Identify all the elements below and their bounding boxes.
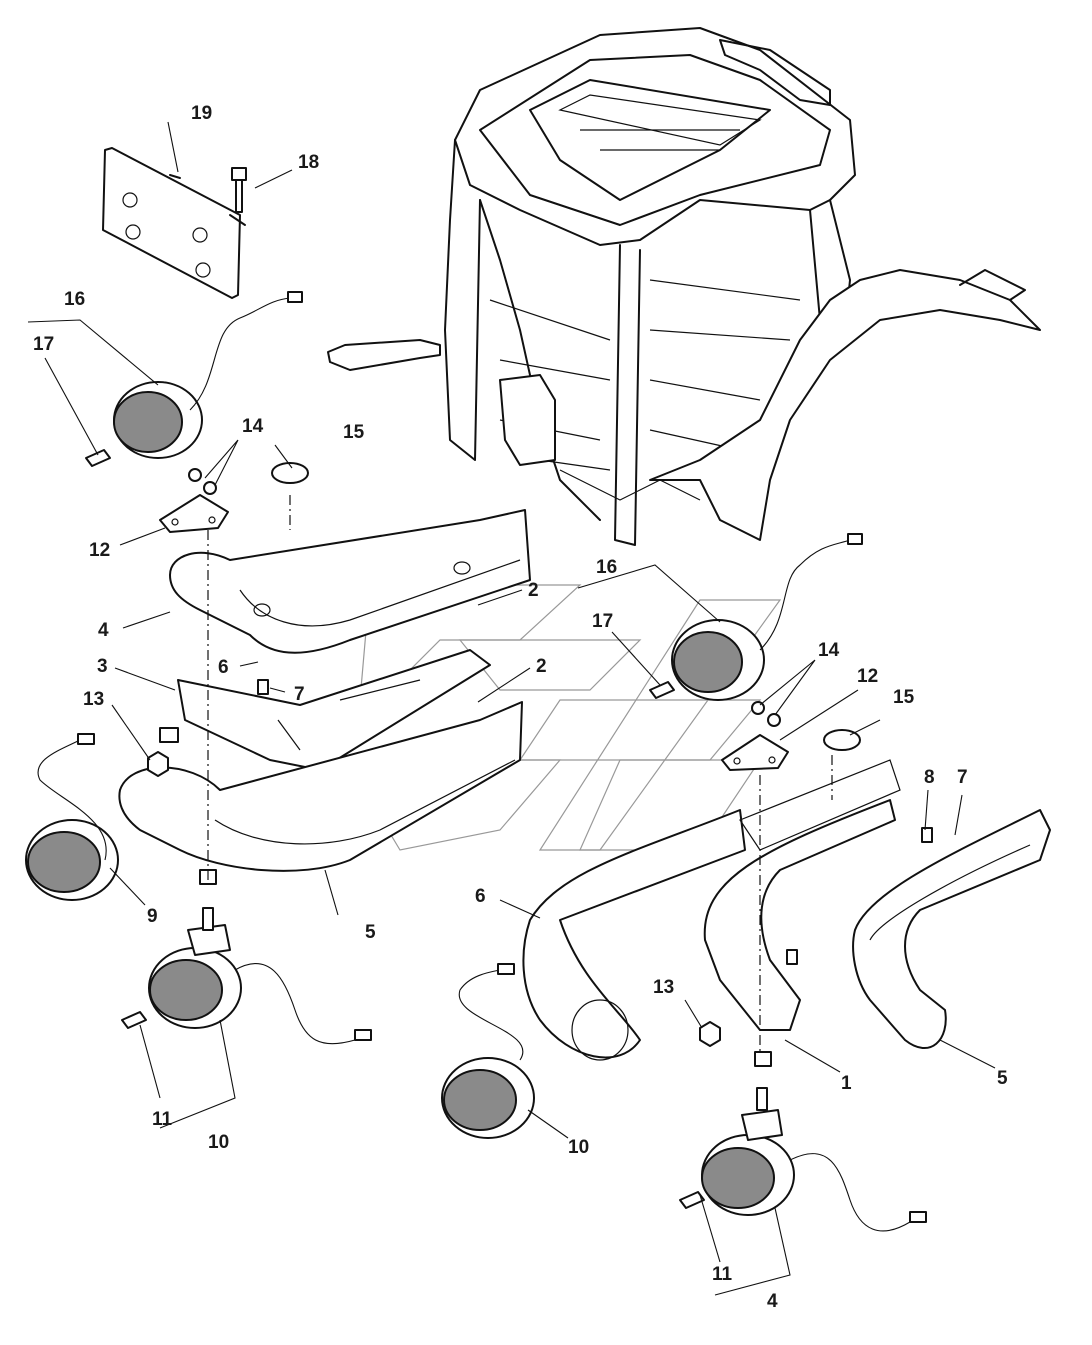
callout-17: 17 [592,611,613,632]
callout-6: 7 [957,767,968,788]
bolt [231,167,247,213]
callout-12: 12 [89,540,110,561]
callout-14: 14 [242,416,264,437]
screws-14-left [188,468,217,495]
callout-8: 9 [147,906,158,927]
mounting-plate-right [721,734,789,771]
assembly-lines [207,495,833,1055]
callout-1: 1 [841,1073,852,1094]
callout-4: 4 [98,620,109,641]
callout-11: 11 [152,1109,173,1130]
nut-13-right [699,1021,721,1047]
callout-5: 5 [365,922,376,943]
callout-7: 8 [924,767,935,788]
callout-7: 7 [294,684,305,705]
plate-bracket [102,147,246,299]
callout-numbers: 19 18 16 17 14 15 12 2 4 16 17 6 2 3 7 1… [33,103,1008,1312]
callout-17: 17 [33,334,54,355]
callout-4: 5 [997,1068,1008,1089]
work-lamp-8 [25,733,119,901]
callout-12: 12 [857,666,878,687]
work-lamp-10-right [679,1109,927,1232]
callout-10: 4 [767,1291,778,1312]
work-lamp-9 [441,963,535,1139]
plug-15-left [271,462,309,484]
callout-16: 16 [64,289,85,310]
mounting-plate-left [159,494,229,533]
callout-10: 10 [208,1132,229,1153]
callout-15: 15 [893,687,915,708]
callout-3: 3 [97,656,108,677]
callout-2: 2 [528,580,539,601]
callout-15: 15 [343,422,365,443]
callout-9: 10 [568,1137,589,1158]
callout-11: 11 [712,1264,733,1285]
fender-left-assembly [118,509,531,931]
callout-19: 19 [191,103,212,124]
callout-16: 16 [596,557,617,578]
fender-right-assembly [522,759,1051,1111]
callout-13: 13 [83,689,104,710]
work-lamp-10-left [121,924,372,1045]
callout-14: 14 [818,640,840,661]
leader-lines [27,121,996,1296]
tractor-cab [327,27,1041,546]
callout-18: 18 [298,152,319,173]
nut-13-left [147,751,169,777]
callout-2: 2 [536,656,547,677]
callout-13: 13 [653,977,674,998]
screws-14-right [751,701,781,727]
callout-6: 6 [218,657,229,678]
work-lamp-upper-left [85,291,303,467]
work-lamp-upper-right [649,533,863,701]
callout-5: 6 [475,886,486,907]
